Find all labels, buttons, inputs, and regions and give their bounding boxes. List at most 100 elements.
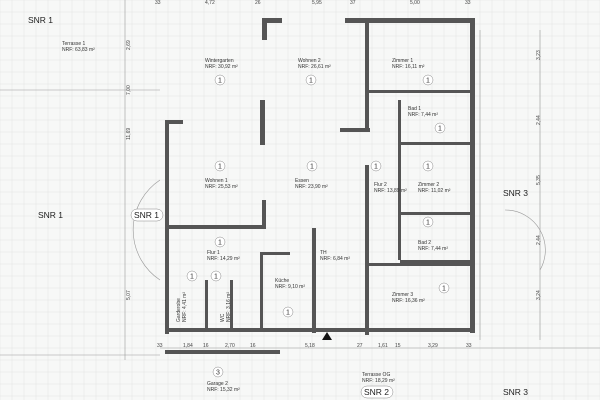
- room-name: Terrasse 1: [62, 41, 86, 47]
- dimension-label: 5,18: [305, 343, 315, 349]
- room-name: Flur 2: [374, 182, 387, 188]
- svg-text:SNR 3: SNR 3: [503, 188, 528, 198]
- room-area: NRF: 3,16 m²: [226, 292, 232, 322]
- room-area: NRF: 30,92 m²: [205, 64, 238, 70]
- room-name: Garage 2: [207, 381, 228, 387]
- room-area: NRF: 9,10 m²: [275, 284, 305, 290]
- zone-label: SNR 3: [503, 188, 528, 198]
- dimension-label: 5,07: [126, 290, 132, 300]
- room-area: NRF: 13,89 m²: [374, 188, 407, 194]
- svg-text:1: 1: [218, 164, 222, 171]
- dimension-label: 26: [255, 0, 261, 6]
- dimension-label: 33: [157, 343, 163, 349]
- svg-text:SNR 1: SNR 1: [134, 210, 159, 220]
- svg-text:1: 1: [214, 274, 218, 281]
- zone-label: SNR 3: [503, 387, 528, 397]
- dimension-label: 27: [357, 343, 363, 349]
- room-name: TH: [320, 250, 327, 256]
- dimension-label: 16: [203, 343, 209, 349]
- room-name: Essen: [295, 178, 309, 184]
- room-name: Wintergarten: [205, 58, 234, 64]
- level-marker: 1: [305, 74, 317, 86]
- dimension-label: 2,44: [536, 115, 542, 125]
- room-name: WC: [220, 313, 226, 322]
- level-marker: 3: [212, 366, 224, 378]
- room-area: NRF: 26,61 m²: [298, 64, 331, 70]
- level-marker: 1: [434, 122, 446, 134]
- room-name: Zimmer 2: [418, 182, 439, 188]
- dimension-label: 2,44: [536, 235, 542, 245]
- svg-text:1: 1: [286, 310, 290, 317]
- room-area: NRF: 4,41 m²: [182, 292, 188, 322]
- room-area: NRF: 25,53 m²: [205, 184, 238, 190]
- level-marker: 1: [438, 282, 450, 294]
- zone-label: SNR 1: [28, 15, 53, 25]
- zone-label: SNR 1: [130, 208, 164, 222]
- dimension-label: 37: [350, 0, 356, 6]
- dimension-label: 3,23: [536, 50, 542, 60]
- room-area: NRF: 7,44 m²: [408, 112, 438, 118]
- room-name: Bad 2: [418, 240, 431, 246]
- svg-text:1: 1: [426, 220, 430, 227]
- room-name: Garderobe: [176, 298, 182, 322]
- zone-label: SNR 2: [360, 385, 394, 399]
- entrance-arrow-icon: [322, 332, 332, 340]
- svg-text:1: 1: [438, 126, 442, 133]
- dimension-label: 4,72: [205, 0, 215, 6]
- svg-text:1: 1: [309, 78, 313, 85]
- level-marker: 1: [306, 160, 318, 172]
- dimension-label: 7,00: [126, 85, 132, 95]
- room-area: NRF: 15,32 m²: [207, 387, 240, 393]
- svg-text:SNR 2: SNR 2: [364, 387, 389, 397]
- dimension-label: 15: [395, 343, 401, 349]
- room-area: NRF: 16,36 m²: [392, 298, 425, 304]
- svg-text:SNR 1: SNR 1: [38, 210, 63, 220]
- svg-text:SNR 1: SNR 1: [28, 15, 53, 25]
- level-marker: 1: [422, 216, 434, 228]
- level-marker: 1: [214, 236, 226, 248]
- room-name: Wohnen 2: [298, 58, 321, 64]
- level-marker: 1: [214, 74, 226, 86]
- dimension-label: 3,24: [536, 290, 542, 300]
- dimension-label: 16: [250, 343, 256, 349]
- level-marker: 1: [186, 270, 198, 282]
- dimension-label: 2,70: [225, 343, 235, 349]
- room-area: NRF: 14,29 m²: [207, 256, 240, 262]
- dimension-label: 33: [465, 0, 471, 6]
- level-marker: 1: [422, 74, 434, 86]
- room-name: Wohnen 1: [205, 178, 228, 184]
- svg-text:1: 1: [218, 240, 222, 247]
- room-area: NRF: 18,29 m²: [362, 378, 395, 384]
- room-name: Zimmer 1: [392, 58, 413, 64]
- room-area: NRF: 63,83 m²: [62, 47, 95, 53]
- svg-text:1: 1: [374, 164, 378, 171]
- dimension-label: 5,35: [536, 175, 542, 185]
- dimension-label: 1,61: [378, 343, 388, 349]
- dimension-label: 33: [155, 0, 161, 6]
- walls: [165, 18, 475, 354]
- room-name: Küche: [275, 278, 289, 284]
- room-area: NRF: 16,11 m²: [392, 64, 425, 70]
- room-name: Terrasse OG: [362, 372, 390, 378]
- room-area: NRF: 6,84 m²: [320, 256, 350, 262]
- room-name: Bad 1: [408, 106, 421, 112]
